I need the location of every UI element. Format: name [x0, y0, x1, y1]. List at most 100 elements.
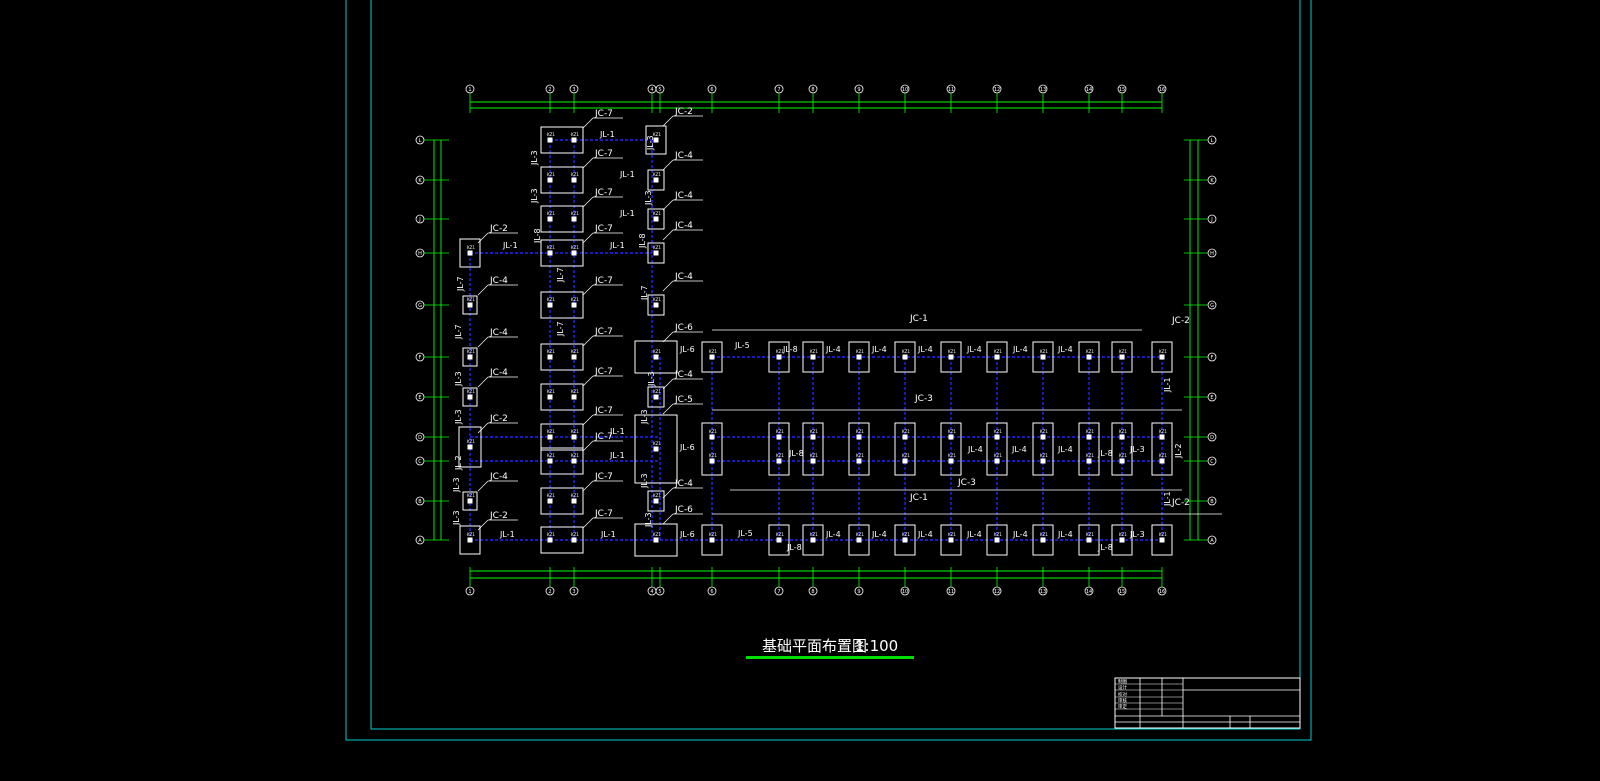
beam-label: JL-3 — [646, 135, 655, 151]
footing-outline — [540, 343, 584, 371]
column-mark — [653, 250, 659, 256]
footing-outline — [462, 491, 478, 511]
column-mark-label: KZ1 — [709, 532, 717, 537]
footing-outline — [647, 490, 665, 512]
footing-label: JC-7 — [594, 149, 613, 159]
column-mark — [467, 302, 473, 308]
footing-outline — [986, 524, 1008, 556]
axis-number: 16 — [1159, 589, 1165, 595]
column-mark — [902, 458, 908, 464]
leader-line — [582, 157, 594, 169]
drawing-title: 基础平面布置图 — [762, 637, 867, 655]
column-mark — [994, 458, 1000, 464]
column-mark-label: KZ1 — [856, 349, 864, 354]
axis-number: E — [1210, 395, 1213, 401]
beam-label: JL-4 — [1011, 445, 1027, 454]
column-mark — [547, 177, 553, 183]
footing-outline — [1032, 422, 1054, 476]
column-mark — [571, 302, 577, 308]
leader-line — [477, 422, 489, 434]
footing-outline — [647, 208, 665, 230]
axis-number: 14 — [1086, 589, 1092, 595]
column-mark-label: KZ1 — [902, 429, 910, 434]
footing-outline — [802, 524, 824, 556]
column-mark-label: KZ1 — [1086, 429, 1094, 434]
footing-outline — [459, 238, 481, 268]
column-mark — [948, 434, 954, 440]
column-mark-label: KZ1 — [1159, 349, 1167, 354]
footing-outline — [459, 525, 481, 555]
column-mark-label: KZ1 — [856, 429, 864, 434]
beam-label: JL-5 — [737, 529, 753, 538]
column-mark — [547, 250, 553, 256]
title-block-cell-4: 审核 — [1118, 697, 1127, 704]
footing-label: JC-7 — [594, 432, 613, 442]
footing-label: JC-4 — [674, 370, 693, 380]
leader-line — [477, 232, 489, 244]
column-mark — [653, 354, 659, 360]
column-mark — [571, 250, 577, 256]
column-mark — [709, 537, 715, 543]
title-block-cell-2: 设计 — [1118, 684, 1127, 691]
column-mark-label: KZ1 — [948, 429, 956, 434]
footing-outline — [1111, 341, 1133, 373]
beam-label: JL-3 — [1129, 445, 1145, 454]
footing-label: JC-7 — [594, 509, 613, 519]
beam-label: JL-3 — [530, 188, 539, 204]
column-mark — [467, 498, 473, 504]
column-mark — [709, 458, 715, 464]
footing-outline — [768, 341, 790, 373]
column-mark — [810, 354, 816, 360]
leader-line — [582, 480, 594, 492]
column-mark — [810, 458, 816, 464]
column-mark-label: KZ1 — [571, 297, 579, 302]
footing-outline — [647, 294, 665, 316]
row-label: JC-1 — [909, 493, 928, 503]
leader-line — [582, 284, 594, 296]
beam-label: JL-3 — [647, 371, 656, 387]
column-mark-label: KZ1 — [547, 389, 555, 394]
leader-line — [662, 280, 674, 292]
footing-outline — [540, 447, 584, 475]
column-mark-label: KZ1 — [856, 453, 864, 458]
column-mark — [547, 458, 553, 464]
footing-outline — [1032, 341, 1054, 373]
beam-label: JL-7 — [640, 285, 649, 301]
title-block-cell-5: 审定 — [1118, 703, 1127, 710]
leader-line — [477, 336, 489, 348]
column-mark-label: KZ1 — [902, 532, 910, 537]
column-mark-label: KZ1 — [1119, 532, 1127, 537]
axis-number: G — [418, 303, 422, 309]
axis-number: D — [418, 435, 422, 441]
column-mark — [856, 354, 862, 360]
column-mark-label: KZ1 — [467, 245, 475, 250]
column-mark-label: KZ1 — [1159, 429, 1167, 434]
footing-outline — [1078, 341, 1100, 373]
beam-label: JL-8 — [786, 543, 802, 552]
footing-label: JC-2 — [489, 414, 508, 424]
axis-number: C — [418, 459, 422, 465]
axis-number: 5 — [658, 87, 661, 93]
footing-outline — [634, 414, 678, 484]
beam-label: JL-3 — [644, 512, 653, 528]
column-mark-label: KZ1 — [571, 389, 579, 394]
footing-outline — [848, 524, 870, 556]
column-mark-label: KZ1 — [709, 429, 717, 434]
column-mark — [1159, 458, 1165, 464]
column-mark — [1040, 354, 1046, 360]
footing-label: JC-2 — [674, 107, 693, 117]
footing-outline — [540, 526, 584, 554]
footing-outline — [701, 422, 723, 476]
axis-number: L — [419, 138, 422, 144]
column-mark-label: KZ1 — [653, 172, 661, 177]
column-mark — [653, 302, 659, 308]
beam-label: JL-3 — [452, 510, 461, 526]
beam-label: JL-6 — [679, 530, 695, 539]
column-mark — [1040, 458, 1046, 464]
axis-number: 9 — [857, 87, 860, 93]
beam-label: JL-2 — [1174, 443, 1183, 459]
column-mark-label: KZ1 — [653, 493, 661, 498]
